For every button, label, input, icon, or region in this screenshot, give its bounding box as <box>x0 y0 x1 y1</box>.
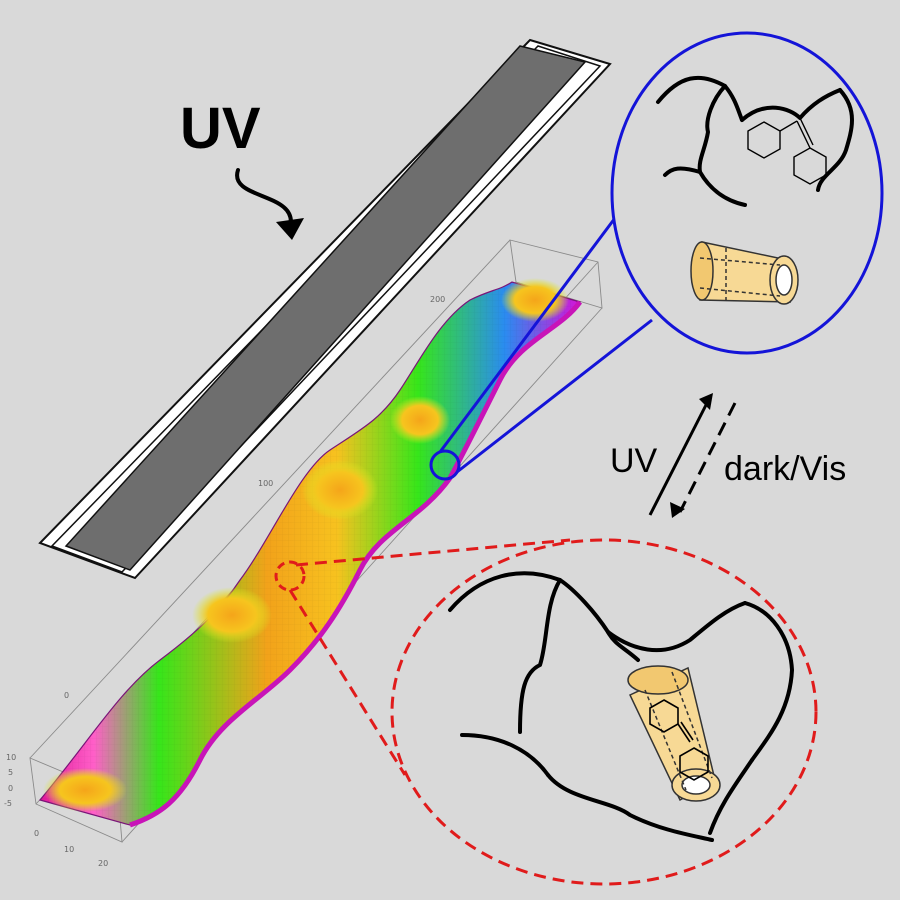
zoom-uv-state <box>429 31 884 481</box>
zoom-circle-blue <box>610 31 884 355</box>
reversible-arrows-icon <box>648 393 737 518</box>
curved-arrow-icon <box>235 168 293 230</box>
uv-label: UV <box>610 442 658 480</box>
dark-vis-label: dark/Vis <box>724 450 846 488</box>
plot-ticks: 10 5 0 -5 0 10 20 0 100 200 <box>4 295 445 868</box>
x-tick: 10 <box>64 845 74 854</box>
y-tick: 200 <box>430 295 445 304</box>
azobenzene-icon <box>649 699 709 781</box>
zoom-dark-state <box>274 538 818 886</box>
y-tick: 100 <box>258 479 273 488</box>
photomask <box>38 38 612 580</box>
cyclodextrin-cone-icon <box>627 665 721 802</box>
z-tick: -5 <box>4 799 12 808</box>
cyclodextrin-cone-icon <box>690 241 799 305</box>
uv-big-label: UV <box>180 96 261 161</box>
x-tick: 0 <box>34 829 39 838</box>
z-tick: 5 <box>8 768 13 777</box>
zoom-circle-red <box>390 538 818 886</box>
azobenzene-icon <box>747 117 827 185</box>
zoom-marker-blue <box>429 449 461 481</box>
z-tick: 10 <box>6 753 16 762</box>
x-tick: 20 <box>98 859 108 868</box>
curved-arrow-head <box>276 218 304 240</box>
y-tick: 0 <box>64 691 69 700</box>
wavy-ribbon-surface <box>38 278 583 828</box>
z-tick: 0 <box>8 784 13 793</box>
zoom-marker-red <box>274 560 306 592</box>
